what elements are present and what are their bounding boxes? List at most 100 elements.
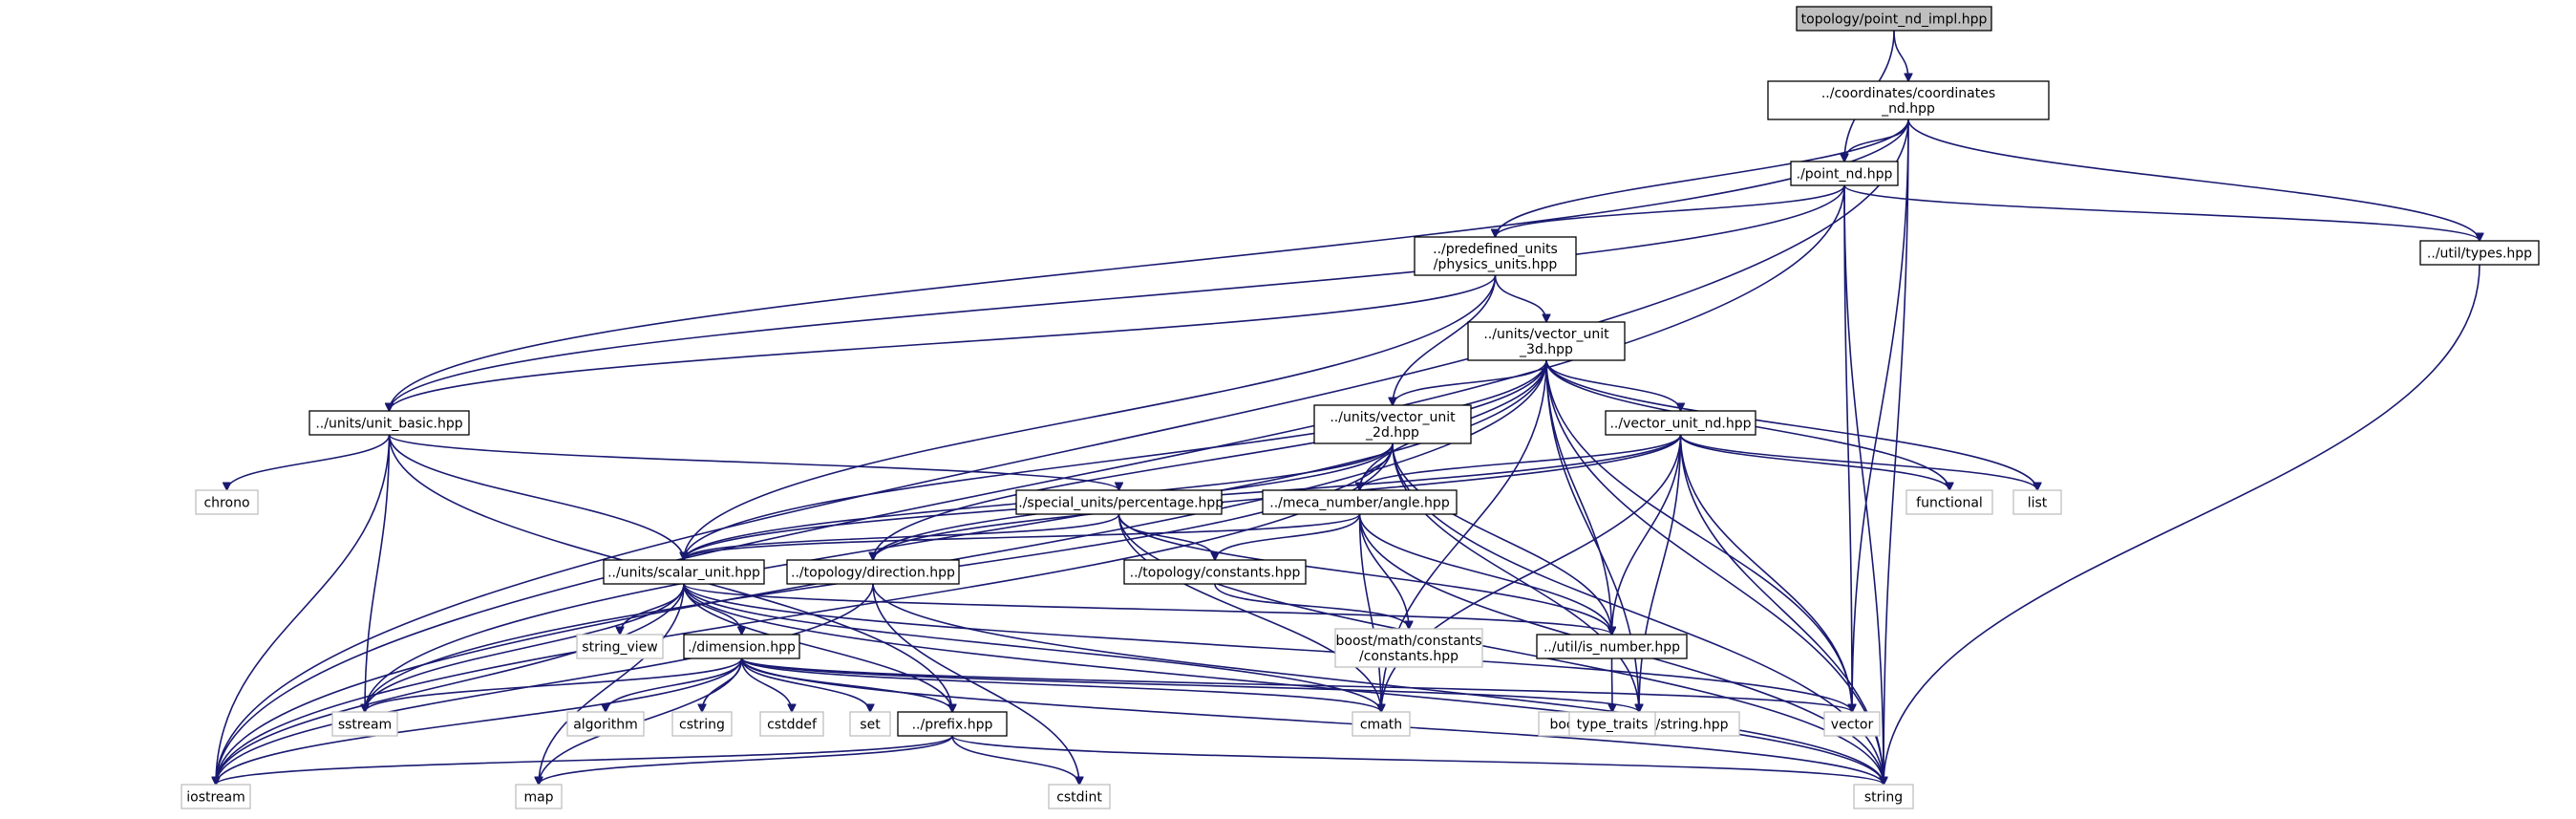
node-label: type_traits	[1577, 718, 1649, 733]
edge-vecnd-to-angle	[1360, 434, 1682, 490]
node-label: vector	[1831, 718, 1874, 733]
edge-percentage-to-constants	[1118, 513, 1216, 560]
node-direction[interactable]: ../topology/direction.hpp	[786, 559, 960, 585]
edge-scalar-to-map	[539, 583, 685, 785]
node-box	[603, 559, 765, 585]
node-point_nd[interactable]: ./point_nd.hpp	[1790, 161, 1899, 186]
nodes-layer: topology/point_nd_impl.hpp ../coordinates…	[181, 6, 2540, 809]
node-label: ../prefix.hpp	[912, 718, 993, 733]
edge-scalar-to-vector	[683, 583, 1852, 712]
node-box	[1352, 711, 1411, 737]
node-box	[1790, 161, 1899, 186]
node-label: iostream	[186, 790, 245, 806]
node-label: ../units/unit_basic.hpp	[315, 417, 462, 432]
node-is_number[interactable]: ../util/is_number.hpp	[1536, 634, 1688, 659]
node-label: boost/math/constants	[1336, 634, 1482, 649]
node-box	[1905, 489, 1993, 515]
node-dimension[interactable]: ./dimension.hpp	[683, 634, 800, 659]
node-label: ../special_units/percentage.hpp	[1014, 496, 1224, 511]
node-label: cstring	[679, 718, 725, 733]
edge-vec3d-to-list	[1545, 359, 2037, 490]
node-box	[309, 410, 470, 436]
edge-angle-to-constants	[1215, 513, 1361, 560]
edge-point_nd-to-iostream	[216, 184, 1845, 785]
edge-percentage-to-is_number	[1118, 513, 1612, 635]
edge-unit_basic-to-sstream	[365, 434, 391, 712]
edge-scalar-to-sstream	[365, 583, 685, 712]
edge-root-to-coord	[1893, 30, 1908, 81]
edge-scalar-to-prefix	[683, 583, 952, 712]
node-map: map	[515, 784, 563, 809]
edge-vecnd-to-list	[1679, 434, 2038, 490]
edge-direction-to-iostream	[216, 583, 874, 785]
node-box	[849, 711, 891, 737]
edge-unit_basic-to-iostream	[216, 434, 391, 785]
edge-physics-to-unit_basic	[390, 274, 1497, 411]
node-coord[interactable]: ../coordinates/coordinates_nd.hpp	[1767, 80, 2050, 120]
edge-vecnd-to-cmath	[1381, 434, 1682, 712]
node-label: ../util/types.hpp	[2427, 247, 2532, 262]
edge-physics-to-vec2d	[1393, 274, 1497, 405]
node-string: string	[1853, 784, 1914, 809]
edge-vec3d-to-vec2d	[1393, 359, 1547, 405]
node-label: functional	[1916, 496, 1983, 511]
node-angle[interactable]: ../meca_number/angle.hpp	[1262, 489, 1458, 515]
node-box	[1767, 80, 2050, 120]
edge-physics-to-scalar	[684, 274, 1497, 560]
node-vec2d[interactable]: ../units/vector_unit_2d.hpp	[1313, 404, 1472, 444]
node-type_traits: type_traits	[1568, 711, 1656, 737]
edge-vecnd-to-vector	[1679, 434, 1853, 712]
edge-direction-to-string	[872, 583, 1884, 785]
node-scalar[interactable]: ../units/scalar_unit.hpp	[603, 559, 765, 585]
edge-coord-to-vector	[1852, 119, 1909, 712]
node-label: ./point_nd.hpp	[1797, 167, 1893, 183]
node-label: ../coordinates/coordinates	[1821, 86, 1995, 101]
node-label: ../topology/constants.hpp	[1130, 566, 1301, 581]
edge-vecnd-to-functional	[1679, 434, 1950, 490]
node-vec3d[interactable]: ../units/vector_unit_3d.hpp	[1467, 321, 1626, 361]
edge-dimension-to-boost_string	[740, 657, 1640, 713]
edge-point_nd-to-physics	[1496, 184, 1845, 237]
edge-unit_basic-to-chrono	[227, 434, 391, 490]
node-boost_const: boost/math/constants/constants.hpp	[1334, 628, 1483, 668]
node-box	[566, 711, 645, 737]
node-string_view: string_view	[576, 634, 664, 659]
edge-constants-to-boost_const	[1214, 583, 1409, 629]
edge-vecnd-to-is_number	[1612, 434, 1682, 635]
node-box	[1015, 489, 1223, 515]
node-box	[1853, 784, 1914, 809]
node-vecnd[interactable]: ../vector_unit_nd.hpp	[1605, 410, 1756, 436]
node-cmath: cmath	[1352, 711, 1411, 737]
node-prefix[interactable]: ../prefix.hpp	[897, 711, 1008, 737]
node-box	[576, 634, 664, 659]
edge-angle-to-scalar	[684, 513, 1361, 561]
edge-dimension-to-cstring	[702, 657, 743, 712]
edge-angle-to-boost_const	[1358, 513, 1410, 629]
node-percentage[interactable]: ../special_units/percentage.hpp	[1014, 489, 1224, 515]
node-physics[interactable]: ../predefined_units/physics_units.hpp	[1414, 236, 1577, 276]
edge-vec3d-to-vector	[1545, 359, 1852, 712]
node-box	[683, 634, 800, 659]
node-box	[759, 711, 824, 737]
node-label: topology/point_nd_impl.hpp	[1801, 12, 1988, 28]
node-box	[181, 784, 251, 809]
node-box	[2419, 240, 2540, 266]
edge-percentage-to-scalar	[684, 513, 1120, 560]
node-constants[interactable]: ../topology/constants.hpp	[1123, 559, 1307, 585]
edge-scalar-to-is_number	[683, 583, 1612, 636]
edge-prefix-to-cstdint	[951, 735, 1079, 785]
edge-coord-to-point_nd	[1844, 119, 1909, 162]
node-list: list	[2012, 489, 2062, 515]
node-types[interactable]: ../util/types.hpp	[2419, 240, 2540, 266]
edge-coord-to-string	[1884, 119, 1909, 785]
node-box	[1796, 6, 1992, 32]
node-label: algorithm	[573, 718, 638, 733]
edge-point_nd-to-string	[1843, 184, 1884, 785]
node-box	[515, 784, 563, 809]
node-label: sstream	[338, 718, 392, 733]
node-functional: functional	[1905, 489, 1993, 515]
node-unit_basic[interactable]: ../units/unit_basic.hpp	[309, 410, 470, 436]
edge-point_nd-to-types	[1843, 184, 2480, 242]
edge-prefix-to-iostream	[216, 735, 953, 786]
node-sstream: sstream	[331, 711, 398, 737]
